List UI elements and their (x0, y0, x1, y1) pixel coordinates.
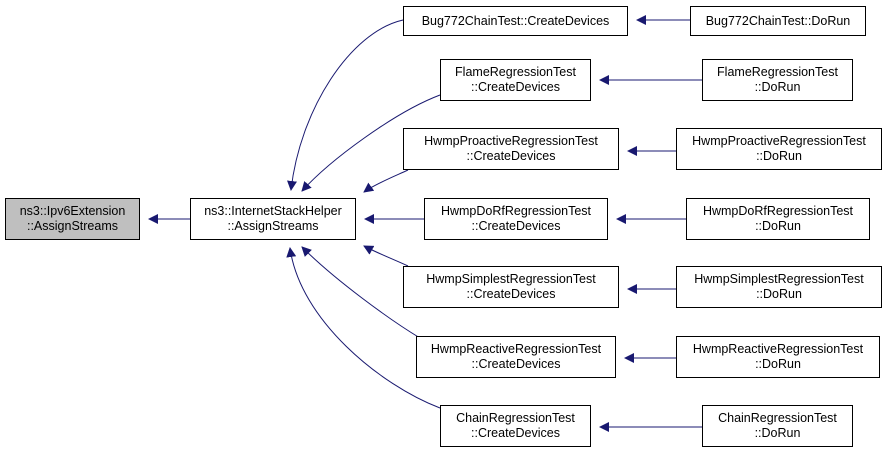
node-label-line2: ::DoRun (756, 149, 802, 163)
node-label-line1: HwmpSimplestRegressionTest (426, 272, 596, 286)
node-label-line1: HwmpSimplestRegressionTest (694, 272, 864, 286)
node-hwmpreactiveregressiontest-dorun[interactable]: HwmpReactiveRegressionTest ::DoRun (676, 336, 880, 378)
node-label-line1: FlameRegressionTest (455, 65, 576, 79)
node-label-line1: ChainRegressionTest (718, 411, 837, 425)
edge-bug772-createdevices-to-helper (287, 19, 404, 191)
node-label-line2: ::DoRun (756, 287, 802, 301)
node-label-line1: FlameRegressionTest (717, 65, 838, 79)
node-internetstackhelper-assignstreams[interactable]: ns3::InternetStackHelper ::AssignStreams (190, 198, 356, 240)
node-hwmpdorfregressiontest-dorun[interactable]: HwmpDoRfRegressionTest ::DoRun (686, 198, 870, 240)
edge-reactive-createdevices-to-helper (301, 246, 421, 339)
edge-flame-createdevices-to-helper (301, 94, 441, 192)
node-label-line2: ::AssignStreams (227, 219, 319, 233)
node-ipv6extension-assignstreams: ns3::Ipv6Extension ::AssignStreams (5, 198, 140, 240)
node-label-line2: ::DoRun (755, 357, 801, 371)
node-label-line2: ::CreateDevices (471, 219, 561, 233)
edge-simplest-createdevices-to-helper (363, 245, 409, 267)
node-label-line2: ::CreateDevices (471, 426, 560, 440)
node-label-line2: ::CreateDevices (471, 357, 561, 371)
node-label-line2: ::DoRun (754, 80, 801, 94)
node-label-line1: HwmpProactiveRegressionTest (424, 134, 598, 148)
node-label-line2: ::AssignStreams (26, 219, 118, 233)
node-label-line2: ::CreateDevices (471, 80, 560, 94)
node-label-line1: ns3::InternetStackHelper (204, 204, 342, 218)
node-flameregressiontest-dorun[interactable]: FlameRegressionTest ::DoRun (702, 59, 853, 101)
node-hwmpreactiveregressiontest-createdevices[interactable]: HwmpReactiveRegressionTest ::CreateDevic… (416, 336, 616, 378)
node-bug772chaintest-dorun[interactable]: Bug772ChainTest::DoRun (690, 6, 866, 36)
node-label-line2: ::CreateDevices (466, 287, 556, 301)
node-label-line1: Bug772ChainTest::CreateDevices (421, 13, 610, 28)
node-label-line2: ::DoRun (755, 219, 801, 233)
node-hwmpproactiveregressiontest-createdevices[interactable]: HwmpProactiveRegressionTest ::CreateDevi… (403, 128, 619, 170)
node-label-line1: ChainRegressionTest (456, 411, 575, 425)
node-label-line1: HwmpDoRfRegressionTest (440, 204, 592, 218)
node-chainregressiontest-createdevices[interactable]: ChainRegressionTest ::CreateDevices (440, 405, 591, 447)
node-label-line1: HwmpDoRfRegressionTest (702, 204, 854, 218)
edge-chain-createdevices-to-helper (286, 247, 441, 409)
node-label-line1: Bug772ChainTest::DoRun (705, 13, 851, 28)
node-hwmpsimplestregressiontest-createdevices[interactable]: HwmpSimplestRegressionTest ::CreateDevic… (403, 266, 619, 308)
node-hwmpsimplestregressiontest-dorun[interactable]: HwmpSimplestRegressionTest ::DoRun (676, 266, 882, 308)
node-flameregressiontest-createdevices[interactable]: FlameRegressionTest ::CreateDevices (440, 59, 591, 101)
node-hwmpdorfregressiontest-createdevices[interactable]: HwmpDoRfRegressionTest ::CreateDevices (424, 198, 608, 240)
node-chainregressiontest-dorun[interactable]: ChainRegressionTest ::DoRun (702, 405, 853, 447)
node-label-line1: HwmpReactiveRegressionTest (692, 342, 864, 356)
node-label-line1: HwmpProactiveRegressionTest (692, 134, 866, 148)
edge-proactive-createdevices-to-helper (363, 169, 409, 193)
node-hwmpproactiveregressiontest-dorun[interactable]: HwmpProactiveRegressionTest ::DoRun (676, 128, 882, 170)
node-label-line1: HwmpReactiveRegressionTest (430, 342, 602, 356)
node-label-line1: ns3::Ipv6Extension (19, 204, 126, 218)
node-label-line2: ::DoRun (754, 426, 801, 440)
node-bug772chaintest-createdevices[interactable]: Bug772ChainTest::CreateDevices (403, 6, 628, 36)
node-label-line2: ::CreateDevices (466, 149, 556, 163)
